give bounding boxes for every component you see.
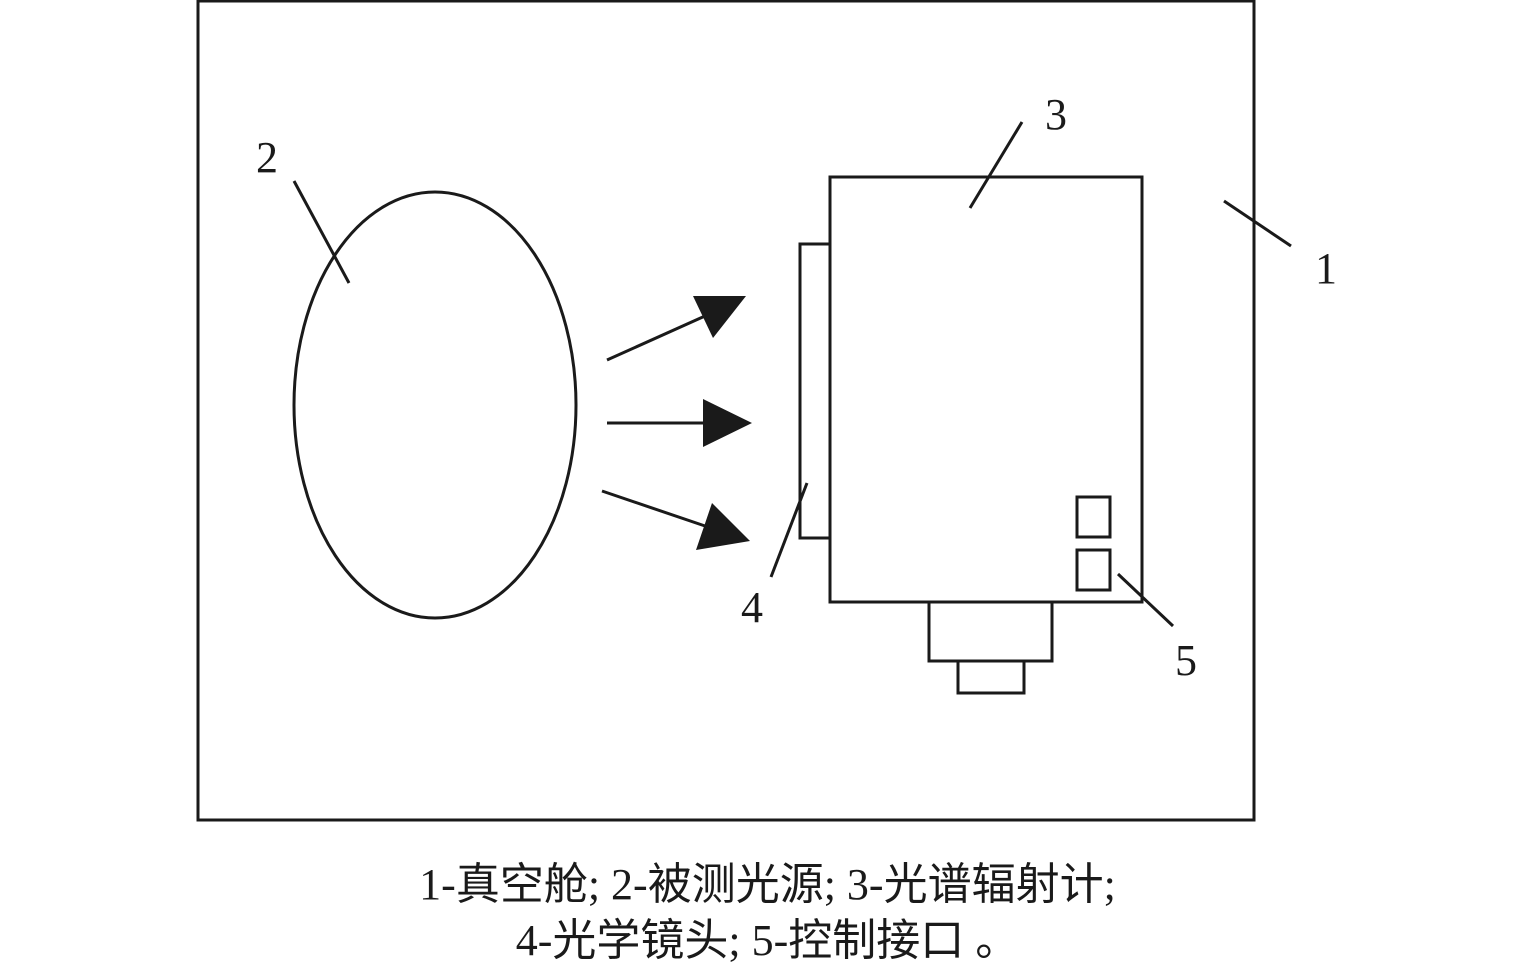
leader-lines [292, 121, 1292, 628]
instrument-mount-upper [927, 600, 1054, 663]
instrument-mount-lower [956, 659, 1026, 695]
label-5: 5 [1175, 636, 1197, 685]
leader-line-2 [292, 180, 351, 284]
caption-line-2: 4-光学镜头; 5-控制接口 。 [515, 916, 1020, 965]
ray-upper-line [606, 314, 706, 362]
vacuum-chamber-outline [196, 0, 1256, 822]
caption-line-1: 1-真空舱; 2-被测光源; 3-光谱辐射计; [419, 860, 1116, 909]
leader-line-5 [1116, 572, 1175, 628]
leader-line-3 [968, 121, 1024, 209]
control-interface-port-lower [1075, 548, 1112, 592]
ray-lower-arrowhead [696, 503, 750, 550]
label-2: 2 [256, 133, 278, 182]
label-1: 1 [1315, 244, 1337, 293]
leader-line-4 [769, 482, 809, 578]
ray-upper-arrowhead [693, 296, 746, 338]
ray-middle-arrowhead [703, 399, 752, 447]
label-4: 4 [741, 583, 763, 632]
light-source-ellipse [292, 190, 578, 620]
ray-lower-line [601, 489, 709, 529]
leader-line-1 [1223, 199, 1292, 248]
label-3: 3 [1045, 90, 1067, 139]
light-rays [601, 296, 752, 550]
control-interface-port-upper [1075, 495, 1112, 539]
optical-lens [798, 242, 832, 540]
